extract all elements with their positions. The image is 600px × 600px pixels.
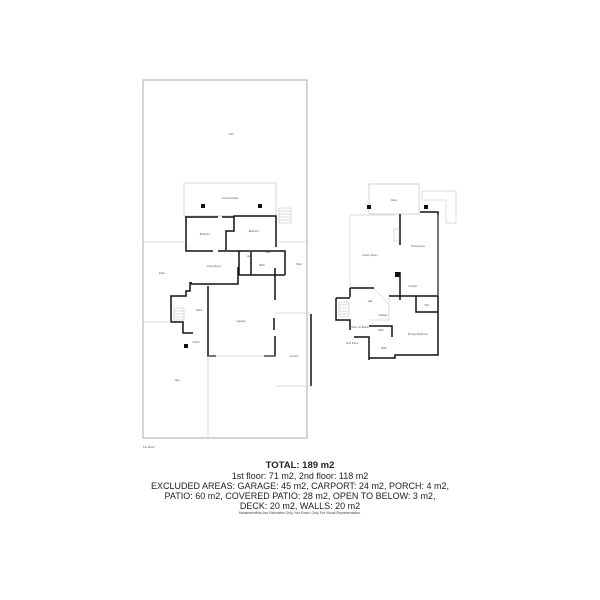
room-label: Garage	[237, 319, 246, 323]
room-label: Family Room	[362, 253, 377, 257]
room-label: Primary Bedroom	[408, 332, 428, 336]
area-summary: TOTAL: 189 m2 1st floor: 71 m2, 2nd floo…	[0, 460, 600, 512]
room-label: Kitchen	[409, 284, 418, 288]
room-label: Carport	[290, 354, 299, 358]
deck-column	[367, 205, 371, 209]
walls	[170, 215, 312, 386]
deck-column	[424, 205, 428, 209]
patio-column	[201, 204, 205, 208]
thin-lines	[338, 214, 439, 321]
floor-label: 1st Floor	[143, 445, 155, 449]
room-label: Stairs	[196, 308, 203, 312]
porch-column	[184, 344, 188, 348]
room-label: Yard	[228, 132, 234, 136]
room-label: Dining Area	[411, 244, 425, 248]
second-floor-plan: Deck Family Room Dining Area Kitchen WIC…	[335, 183, 457, 360]
walls	[335, 211, 439, 360]
disclaimer: Measurements Are Estimates Only. Not Exa…	[238, 511, 362, 515]
room-label: Hall	[368, 299, 373, 303]
room-label: Bedroom	[249, 229, 260, 233]
room-label: Open To Below	[351, 325, 369, 329]
patio-column	[258, 204, 262, 208]
room-label: Bath	[381, 346, 387, 350]
first-floor-plan: Yard Covered Patio Bedroom Bedroom Hall …	[142, 79, 312, 449]
room-label: Yard	[174, 378, 180, 382]
room-label: WIC	[424, 303, 429, 307]
column	[395, 272, 400, 277]
excluded-areas: PATIO: 60 m2, COVERED PATIO: 28 m2, OPEN…	[164, 491, 436, 501]
room-label: Bath	[265, 250, 271, 254]
room-label: Patio	[159, 271, 165, 275]
total-area: TOTAL: 189 m2	[265, 460, 335, 471]
room-label: Bath	[259, 263, 265, 267]
room-label: Hall	[247, 254, 252, 258]
room-label: Hallway	[378, 313, 388, 317]
floor-areas: 1st floor: 71 m2, 2nd floor: 118 m2	[231, 471, 369, 481]
lot-boundary	[142, 79, 308, 439]
room-label: Bath	[378, 328, 384, 332]
deck-outline	[368, 183, 420, 215]
excluded-areas: DECK: 20 m2, WALLS: 20 m2	[239, 501, 361, 511]
room-label: Living Room	[207, 264, 221, 268]
room-label: Patio	[296, 262, 302, 266]
covered-patio-outline	[183, 182, 277, 217]
room-label: Deck	[391, 198, 398, 202]
thin-lines	[143, 207, 311, 438]
deck-stairs	[421, 190, 457, 224]
room-label: Bedroom	[200, 232, 211, 236]
excluded-areas: EXCLUDED AREAS: GARAGE: 45 m2, CARPORT: …	[151, 481, 449, 491]
room-label: Covered Patio	[222, 196, 239, 200]
room-label: Porch	[193, 340, 200, 344]
floor-label: 2nd Floor	[346, 341, 359, 345]
